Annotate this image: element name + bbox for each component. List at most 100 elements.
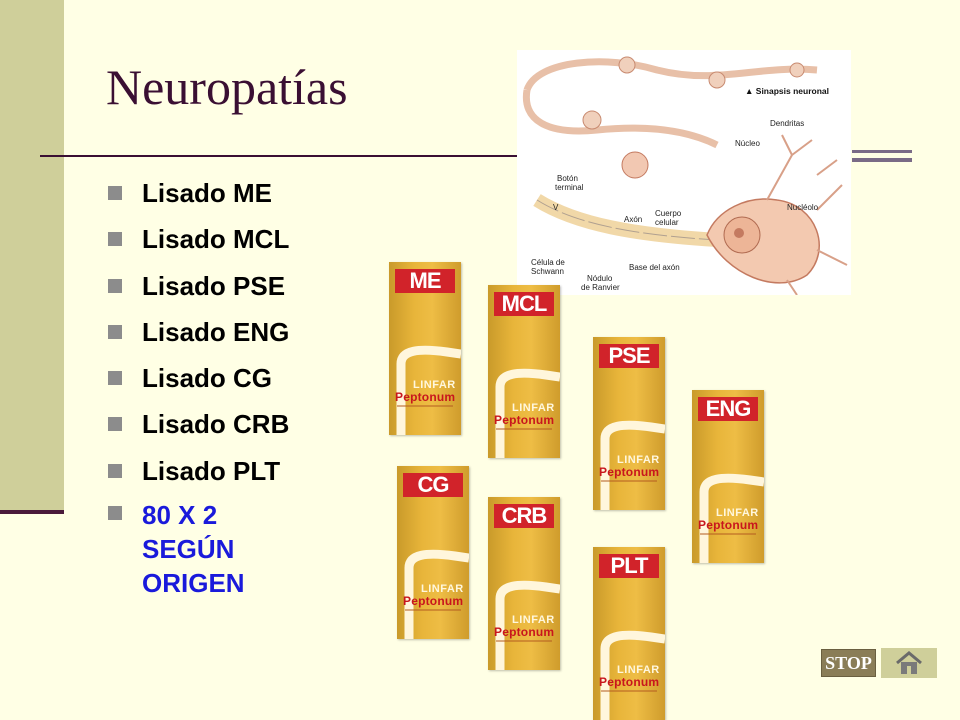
box-brand-top: LINFAR [512, 614, 555, 626]
flask-graphic [495, 580, 560, 670]
home-button[interactable] [881, 648, 937, 678]
bullet-square-icon [108, 463, 122, 478]
neuron-diagram: ▲ Sinapsis neuronal Dendritas Núcleo Bot… [517, 50, 851, 295]
box-brand-underline [601, 480, 657, 482]
title-underline-accent [852, 150, 912, 153]
box-label: ME [395, 269, 455, 293]
bullet-list: Lisado ME Lisado MCL Lisado PSE Lisado E… [108, 174, 398, 600]
flask-graphic [495, 368, 560, 458]
bullet-square-icon [108, 232, 122, 247]
label-myelin-sheath: V [553, 203, 559, 212]
label-terminal-button: Botón [557, 174, 578, 183]
cell-nucleolus [734, 228, 744, 238]
label-cell-body: Cuerpo [655, 209, 682, 218]
box-brand-underline [496, 428, 552, 430]
box-brand: Peptonum [698, 518, 759, 532]
axon-top [523, 58, 818, 92]
box-label: CRB [494, 504, 554, 528]
axon-mid [522, 89, 719, 149]
box-label: ENG [698, 397, 758, 421]
dendrites [766, 134, 848, 295]
label-terminal-button: terminal [555, 183, 584, 192]
bullet-square-icon [108, 186, 122, 200]
slide-title: Neuropatías [106, 59, 348, 115]
stop-button[interactable]: STOP [821, 649, 876, 677]
bullet-text: Lisado CRB [142, 409, 290, 440]
neuron-small [789, 62, 805, 78]
product-box-pse: PSE LINFAR Peptonum [593, 337, 665, 510]
box-brand-top: LINFAR [617, 664, 660, 676]
label-nucleus: Núcleo [735, 139, 760, 148]
label-schwann-cell: Célula de [531, 258, 565, 267]
product-box-crb: CRB LINFAR Peptonum [488, 497, 560, 670]
label-axon: Axón [624, 215, 642, 224]
label-nucleolus: Nucléolo [787, 203, 819, 212]
box-brand: Peptonum [403, 594, 464, 608]
box-label: CG [403, 473, 463, 497]
bullet-square-icon [108, 371, 122, 386]
product-box-me: ME LINFAR Peptonum [389, 262, 461, 435]
neuron-small [708, 71, 726, 89]
flask-graphic [699, 473, 764, 563]
bullet-square-icon [108, 278, 122, 293]
label-axon-base: Base del axón [629, 263, 680, 272]
label-cell-body: celular [655, 218, 679, 227]
product-box-eng: ENG LINFAR Peptonum [692, 390, 764, 563]
bullet-text: Lisado PSE [142, 270, 286, 301]
side-band-divider [0, 510, 64, 514]
bullet-text: Lisado MCL [142, 224, 290, 255]
box-brand: Peptonum [599, 675, 660, 689]
box-brand-top: LINFAR [716, 507, 759, 519]
box-brand: Peptonum [395, 390, 456, 404]
label-synapse: ▲ Sinapsis neuronal [745, 86, 829, 96]
bullet-item: Lisado ME [108, 174, 398, 220]
label-ranvier-node: de Ranvier [581, 283, 620, 292]
box-brand-underline [601, 690, 657, 692]
bullet-text: Lisado CG [142, 363, 273, 394]
home-icon [896, 651, 922, 674]
label-ranvier-node: Nódulo [587, 274, 613, 283]
box-brand-underline [496, 640, 552, 642]
bullet-text-line: ORIGEN [142, 568, 245, 599]
bullet-square-icon [108, 324, 122, 339]
product-box-plt: PLT LINFAR Peptonum [593, 547, 665, 720]
product-box-cg: CG LINFAR Peptonum [397, 466, 469, 639]
bullet-item: Lisado PSE [108, 267, 398, 313]
box-brand-underline [405, 609, 461, 611]
box-brand-top: LINFAR [421, 583, 464, 595]
box-label: PSE [599, 344, 659, 368]
neuron-illustration: ▲ Sinapsis neuronal Dendritas Núcleo Bot… [522, 56, 848, 295]
bullet-text: Lisado ENG [142, 316, 290, 347]
neuron-small [582, 110, 602, 130]
box-brand-underline [700, 533, 756, 535]
bullet-text-line: 80 X 2 [142, 500, 218, 531]
bullet-item: Lisado CRB [108, 405, 398, 451]
title-underline-accent [852, 158, 912, 162]
bullet-square-icon [108, 506, 122, 521]
bullet-text: Lisado PLT [142, 455, 281, 486]
product-box-mcl: MCL LINFAR Peptonum [488, 285, 560, 458]
box-brand: Peptonum [494, 625, 555, 639]
box-brand: Peptonum [494, 413, 555, 427]
box-brand-top: LINFAR [413, 379, 456, 391]
box-label: PLT [599, 554, 659, 578]
bullet-item: Lisado CG [108, 359, 398, 405]
box-brand: Peptonum [599, 465, 660, 479]
bullet-item: Lisado ENG [108, 313, 398, 359]
neuron-medium [621, 151, 649, 179]
flask-graphic [396, 345, 461, 435]
box-label: MCL [494, 292, 554, 316]
box-brand-underline [397, 405, 453, 407]
flask-graphic [600, 420, 665, 510]
box-brand-top: LINFAR [512, 402, 555, 414]
bullet-square-icon [108, 417, 122, 432]
ranvier-nodes [536, 199, 718, 241]
bullet-item: Lisado MCL [108, 220, 398, 266]
flask-graphic [404, 549, 469, 639]
flask-graphic [600, 630, 665, 720]
bullet-text: Lisado ME [142, 178, 273, 208]
bullet-item: Lisado PLT [108, 452, 398, 498]
label-dendrites: Dendritas [770, 119, 804, 128]
label-schwann-cell: Schwann [531, 267, 564, 276]
